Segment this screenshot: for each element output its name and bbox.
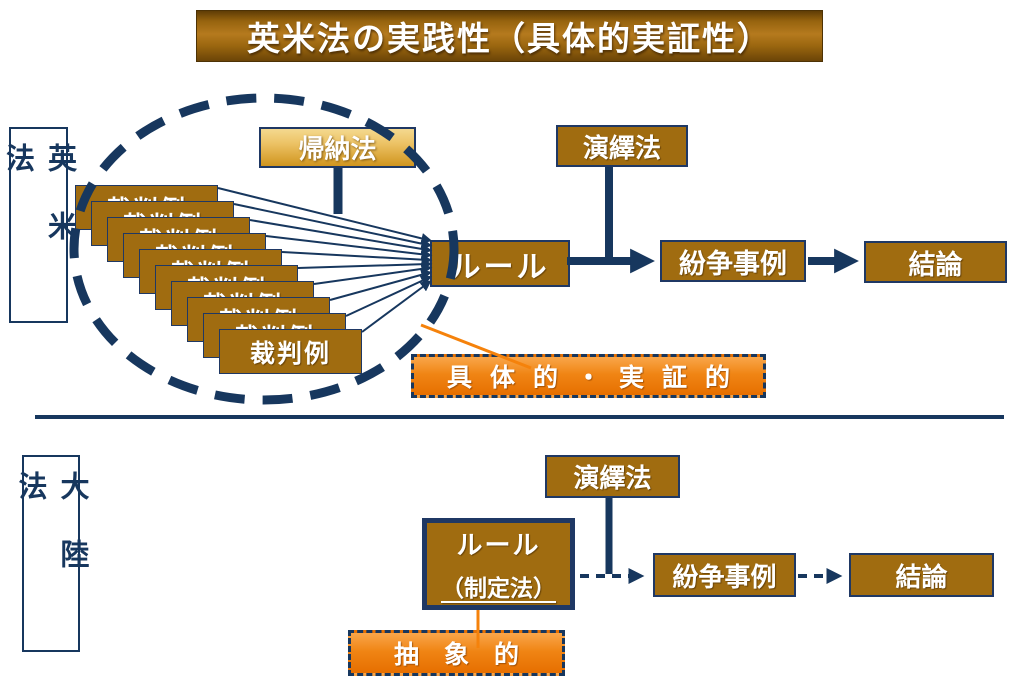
precedent-box: 裁判例 xyxy=(219,329,362,374)
statute-rule-line2: （制定法） xyxy=(441,575,556,601)
label-continental-law: 大陸法 xyxy=(14,455,88,652)
deduction-method-box-bottom: 演繹法 xyxy=(545,455,680,498)
statute-rule-box: ルール （制定法） xyxy=(422,518,575,610)
conclusion-box-bottom: 結論 xyxy=(849,553,994,597)
conclusion-box-top: 結論 xyxy=(864,241,1007,283)
induction-method-box: 帰納法 xyxy=(259,127,416,168)
statute-rule-line1: ルール xyxy=(456,530,541,560)
rule-box-top: ルール xyxy=(430,240,570,287)
dispute-case-box-bottom: 紛争事例 xyxy=(653,553,796,597)
abstract-tag: 抽象的 xyxy=(348,630,565,676)
label-anglo-american-law: 英米法 xyxy=(2,127,76,323)
dispute-case-box-top: 紛争事例 xyxy=(660,240,806,282)
deduction-method-box-top: 演繹法 xyxy=(556,125,688,167)
page-title: 英米法の実践性（具体的実証性） xyxy=(196,10,823,62)
concrete-empirical-tag: 具体的・実証的 xyxy=(411,354,766,398)
